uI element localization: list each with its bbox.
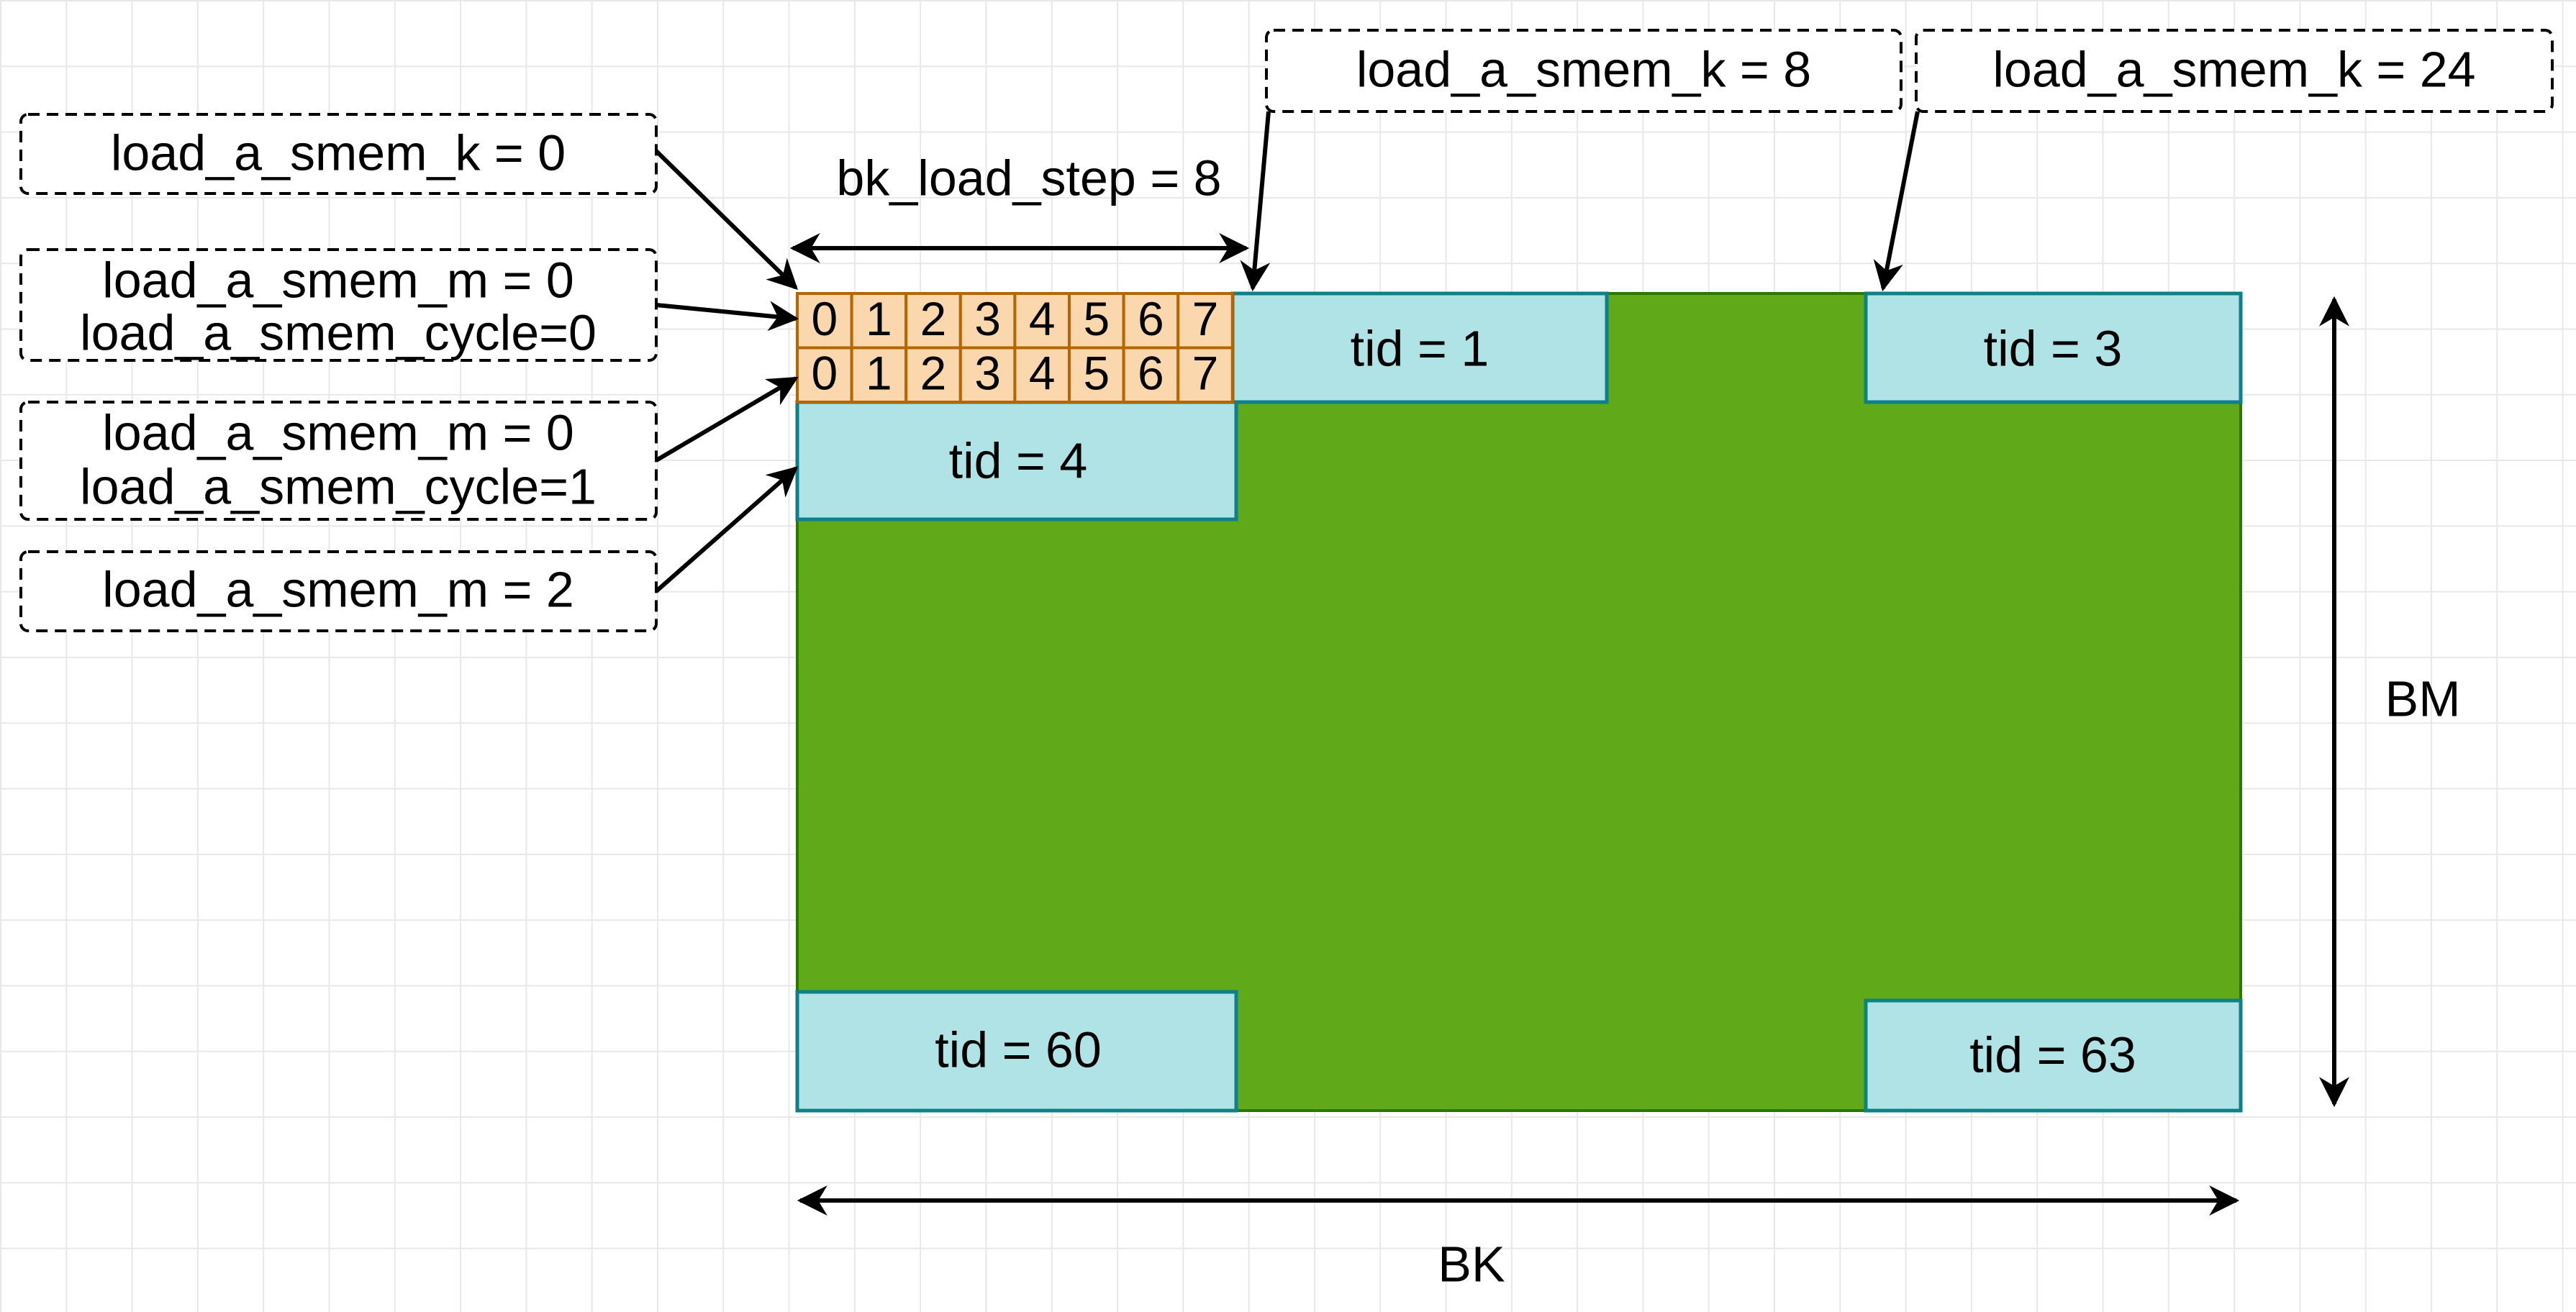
- callout-m0-cycle1: load_a_smem_m = 0 load_a_smem_cycle=1: [19, 401, 658, 521]
- cell-row1-0: 0: [796, 346, 853, 404]
- callout-m0-cycle0-line2: load_a_smem_cycle=0: [80, 304, 597, 360]
- cell-label: 5: [1083, 347, 1110, 400]
- cell-row0-4: 4: [1013, 292, 1071, 350]
- callout-m0-cycle0-line1: load_a_smem_m = 0: [102, 252, 574, 308]
- callout-m0-cycle1-line1: load_a_smem_m = 0: [102, 404, 574, 460]
- tid-block-60: tid = 60: [795, 990, 1238, 1113]
- tid-label: tid = 63: [1969, 1026, 2136, 1083]
- cell-label: 2: [920, 347, 947, 400]
- arrow-k0: [654, 149, 799, 290]
- bm-label: BM: [2385, 670, 2461, 726]
- cell-label: 4: [1029, 347, 1056, 400]
- cell-label: 0: [811, 292, 838, 345]
- cell-row1-4: 4: [1013, 346, 1071, 404]
- tid-block-3: tid = 3: [1864, 291, 2243, 404]
- arrow-m2: [655, 466, 799, 593]
- cell-label: 5: [1083, 292, 1110, 345]
- cell-row1-5: 5: [1068, 346, 1125, 404]
- tid-label: tid = 4: [949, 432, 1088, 488]
- cell-row1-3: 3: [958, 346, 1017, 404]
- cell-label: 7: [1192, 347, 1219, 400]
- cell-label: 1: [866, 292, 892, 345]
- cell-label: 2: [920, 292, 947, 345]
- cell-row0-6: 6: [1122, 292, 1180, 350]
- tid-block-63: tid = 63: [1864, 998, 2243, 1113]
- callout-k24-text: load_a_smem_k = 24: [1992, 41, 2475, 97]
- arrow-k8: [1240, 111, 1271, 292]
- cell-label: 0: [811, 347, 838, 400]
- bk-load-step-label: bk_load_step = 8: [836, 150, 1221, 206]
- cell-label: 3: [974, 292, 1001, 345]
- tid-label: tid = 1: [1351, 320, 1489, 376]
- cell-row0-7: 7: [1176, 292, 1234, 350]
- cell-label: 3: [974, 347, 1001, 400]
- callout-m0-cycle1-line2: load_a_smem_cycle=1: [80, 458, 597, 514]
- bk-label: BK: [1438, 1236, 1505, 1292]
- callout-m0-cycle0: load_a_smem_m = 0 load_a_smem_cycle=0: [19, 248, 658, 362]
- cell-row1-2: 2: [904, 346, 962, 404]
- cell-label: 4: [1029, 292, 1056, 345]
- cell-row1-6: 6: [1122, 346, 1180, 404]
- callout-k0-text: load_a_smem_k = 0: [111, 124, 566, 181]
- callout-k8-text: load_a_smem_k = 8: [1356, 41, 1811, 97]
- cell-label: 1: [866, 347, 892, 400]
- callout-k8: load_a_smem_k = 8: [1265, 29, 1902, 113]
- cell-label: 7: [1192, 292, 1219, 345]
- callout-m2-text: load_a_smem_m = 2: [102, 561, 574, 617]
- cell-row1-7: 7: [1176, 346, 1234, 404]
- arrow-k24: [1873, 111, 1920, 292]
- cell-row0-2: 2: [904, 292, 962, 350]
- cell-row0-1: 1: [850, 292, 908, 350]
- tid-label: tid = 60: [935, 1021, 1102, 1078]
- tid-block-4: tid = 4: [795, 400, 1238, 521]
- cell-row0-3: 3: [958, 292, 1017, 350]
- cell-row1-1: 1: [850, 346, 908, 404]
- tid-label: tid = 3: [1984, 320, 2123, 376]
- tid-block-1: tid = 1: [1230, 291, 1609, 404]
- callout-k0: load_a_smem_k = 0: [19, 113, 658, 195]
- arrow-m0-cycle0: [656, 301, 799, 332]
- callout-k24: load_a_smem_k = 24: [1915, 29, 2554, 113]
- cell-row0-0: 0: [796, 292, 853, 350]
- cell-label: 6: [1138, 347, 1164, 400]
- arrow-m0-cycle1: [655, 376, 799, 463]
- callout-m2: load_a_smem_m = 2: [19, 550, 658, 632]
- cell-row0-5: 5: [1068, 292, 1125, 350]
- cell-label: 6: [1138, 292, 1164, 345]
